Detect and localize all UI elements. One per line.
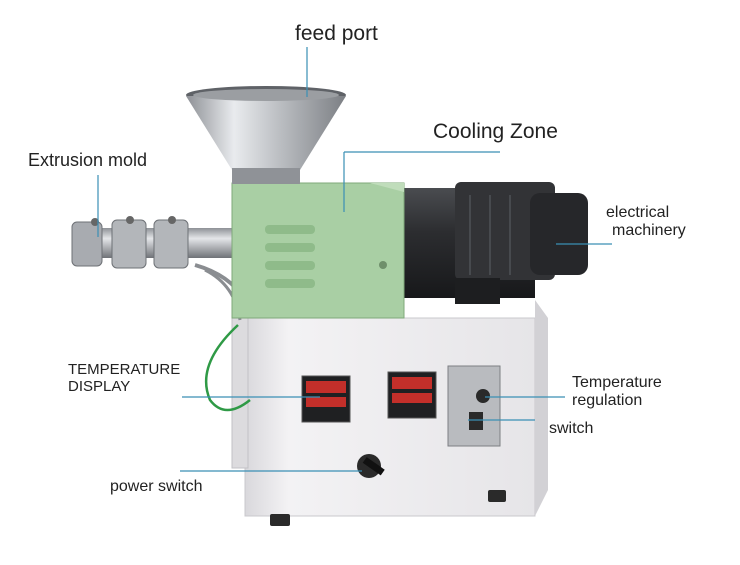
label-temperature-display-line1: TEMPERATURE [68,361,181,378]
label-temperature-display: TEMPERATURE DISPLAY [68,361,180,396]
leader-lines [97,47,612,472]
electric-motor [395,182,588,304]
label-electrical-machinery-line2: machinery [612,222,686,240]
label-electrical-machinery: electrical machinery [606,204,686,241]
label-feed-port: feed port [295,22,378,45]
label-cooling-zone: Cooling Zone [433,120,558,143]
label-temperature-regulation-line2: regulation [572,392,643,410]
temperature-controller-left [301,375,351,423]
temperature-controller-right [387,371,437,419]
barrel-and-mold [71,216,247,321]
cooling-zone-box [231,182,405,319]
speed-regulator-panel [447,365,501,447]
label-temperature-regulation: Temperature regulation [572,374,662,411]
label-extrusion-mold: Extrusion mold [28,150,148,170]
label-power-switch: power switch [110,478,203,495]
hopper-feed-port [186,86,346,184]
power-switch-knob [357,454,385,478]
label-electrical-machinery-line1: electrical [606,204,670,221]
label-switch: switch [549,420,594,437]
label-temperature-regulation-line1: Temperature [572,374,662,391]
label-temperature-display-line2: DISPLAY [68,378,131,396]
ground-wire [204,324,251,412]
